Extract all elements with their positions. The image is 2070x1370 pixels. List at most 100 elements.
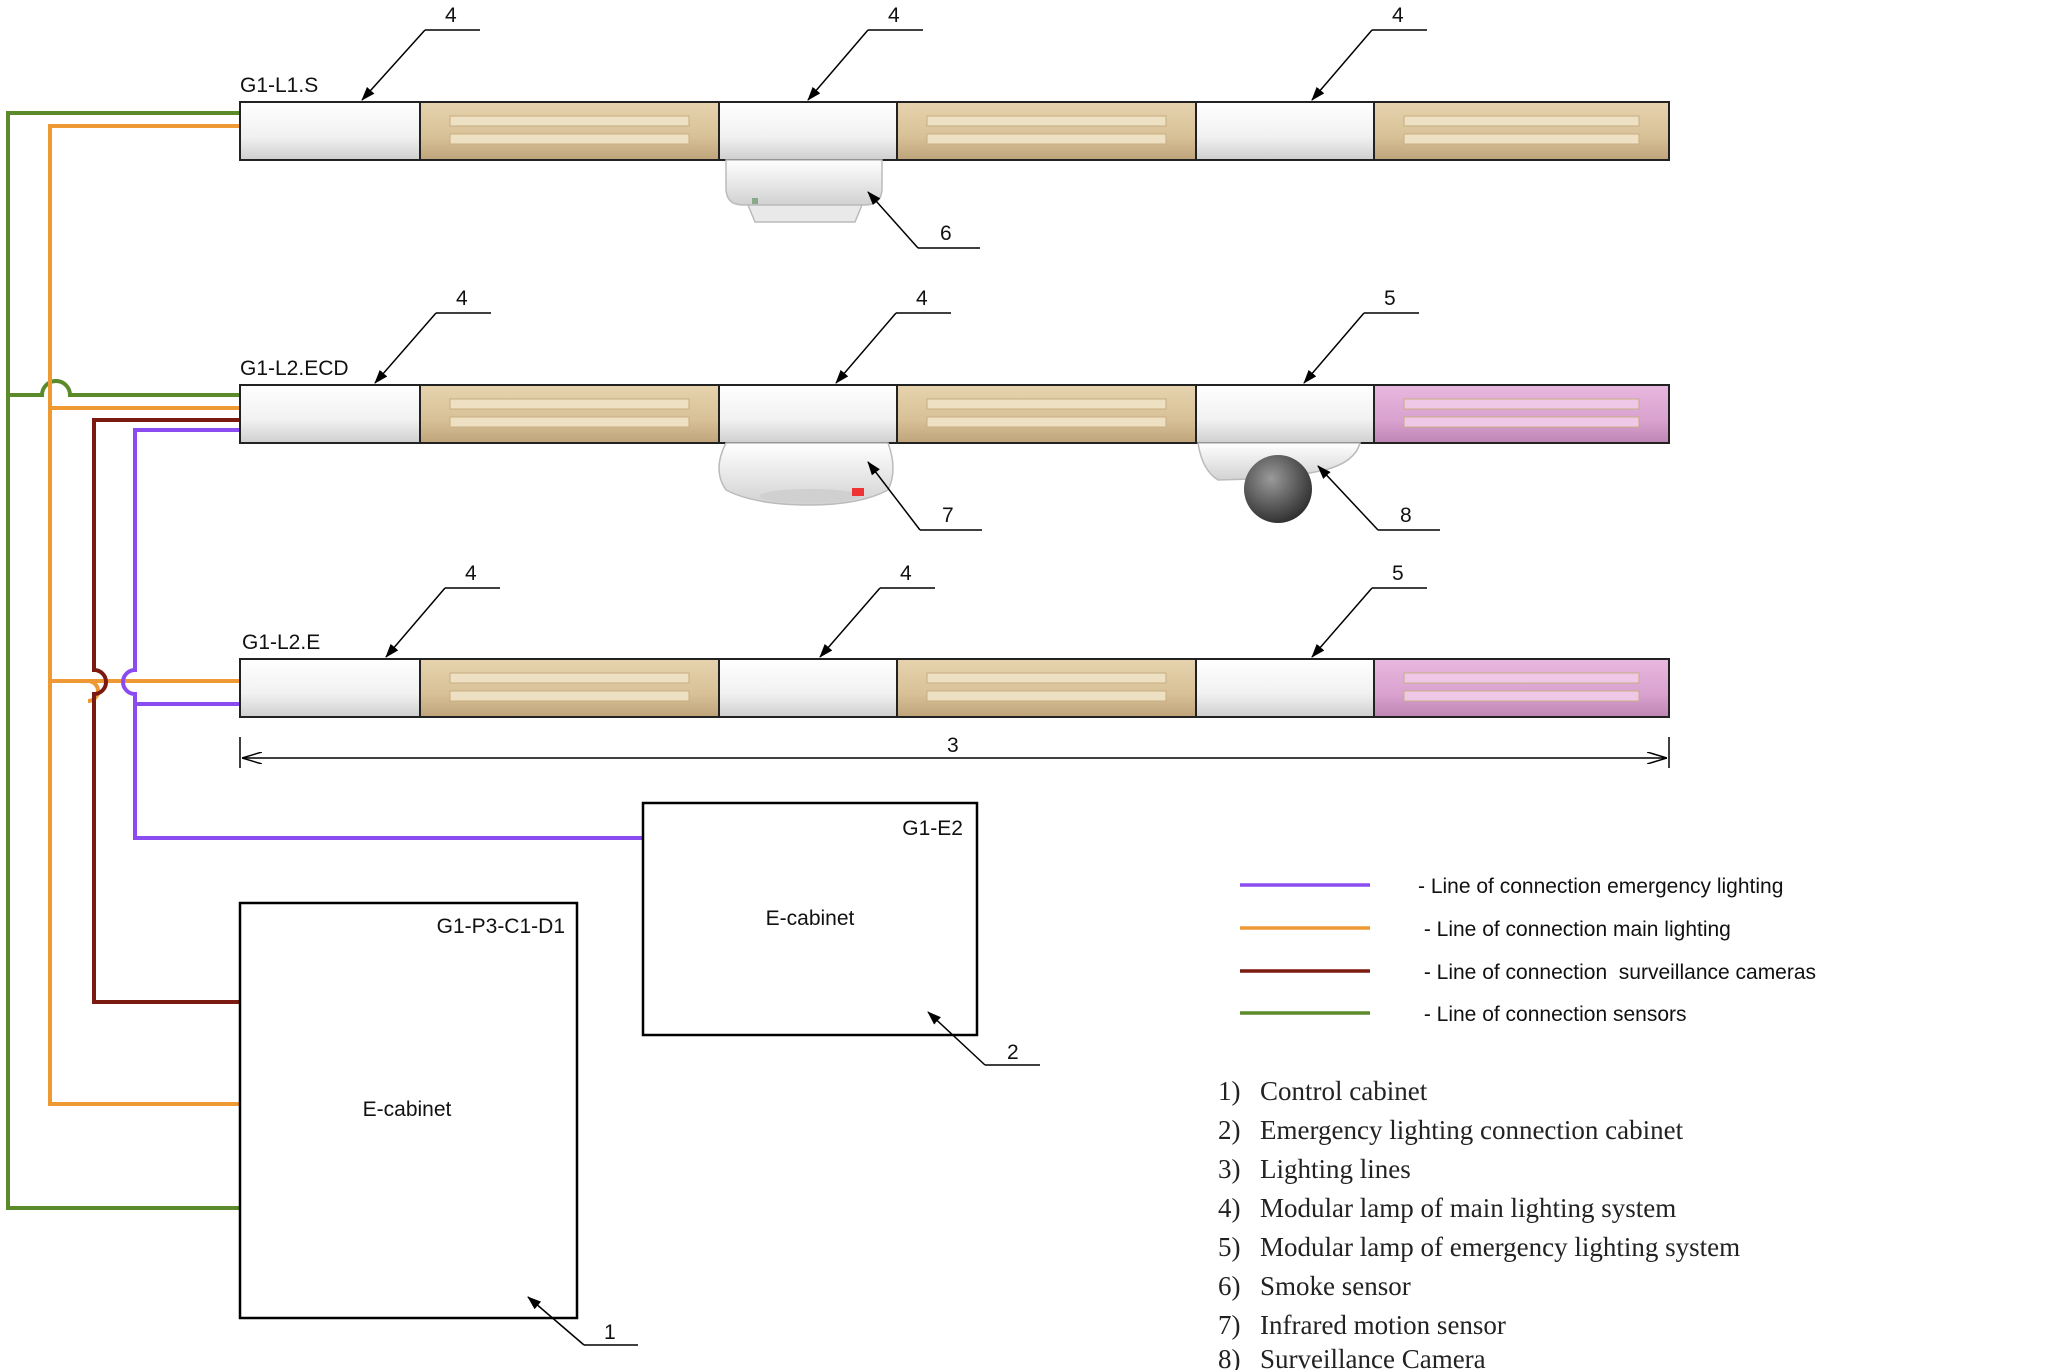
main-lighting-line bbox=[48, 124, 240, 1106]
lamp-diffuser bbox=[1403, 115, 1640, 127]
lamp-module-white bbox=[1195, 658, 1375, 718]
dimension-label: 3 bbox=[947, 734, 959, 757]
list-num-1: 1) bbox=[1218, 1076, 1241, 1106]
lamp-module-white bbox=[239, 658, 421, 718]
lighting-line-3: G1-L2.E bbox=[239, 631, 1670, 718]
list-text-1: Control cabinet bbox=[1260, 1076, 1428, 1106]
control-cabinet: G1-P3-C1-D1 E-cabinet 1 bbox=[238, 901, 638, 1346]
cabinet-label-1: E-cabinet bbox=[363, 1098, 452, 1121]
lamp-diffuser bbox=[1403, 398, 1640, 410]
line-name-label: G1-L2.ECD bbox=[240, 357, 349, 380]
surveillance-camera-icon bbox=[1197, 442, 1361, 523]
cabinet-number-2: 2 bbox=[1007, 1041, 1019, 1064]
lamp-module-white bbox=[1195, 101, 1375, 161]
callout-6: 6 bbox=[867, 191, 980, 249]
lamp-diffuser bbox=[926, 690, 1167, 702]
callout-4: 4 bbox=[361, 4, 480, 101]
emergency-line bbox=[121, 428, 643, 840]
lamp-diffuser bbox=[449, 416, 690, 428]
lamp-module-white bbox=[718, 658, 898, 718]
camera-line bbox=[92, 418, 240, 1004]
line-name-label: G1-L1.S bbox=[240, 74, 318, 97]
lamp-module-white bbox=[239, 101, 421, 161]
callout-4: 4 bbox=[385, 562, 500, 658]
legend-text-emergency: - Line of connection emergency lighting bbox=[1418, 875, 1783, 898]
lamp-module-white bbox=[239, 384, 421, 444]
lamp-module-white bbox=[1195, 384, 1375, 444]
list-num-3: 3) bbox=[1218, 1154, 1241, 1184]
lamp-module-white bbox=[718, 384, 898, 444]
callout-number: 4 bbox=[465, 562, 477, 585]
callout-number: 5 bbox=[1384, 287, 1396, 310]
sensor-line bbox=[6, 111, 240, 1210]
callout-number: 4 bbox=[900, 562, 912, 585]
dimension-line: 3 bbox=[239, 734, 1670, 768]
legend-text-camera: - Line of connection surveillance camera… bbox=[1418, 961, 1816, 984]
list-num-8: 8) bbox=[1218, 1344, 1241, 1370]
lamp-diffuser bbox=[926, 115, 1167, 127]
list-text-2: Emergency lighting connection cabinet bbox=[1260, 1115, 1684, 1145]
callout-number: 6 bbox=[940, 222, 952, 245]
legend-text-sensor: - Line of connection sensors bbox=[1418, 1003, 1687, 1026]
lamp-module-tan bbox=[896, 658, 1197, 718]
list-text-3: Lighting lines bbox=[1260, 1154, 1411, 1184]
callout-number: 4 bbox=[445, 4, 457, 27]
list-num-6: 6) bbox=[1218, 1271, 1241, 1301]
lamp-module-tan bbox=[419, 384, 720, 444]
callout-number: 4 bbox=[916, 287, 928, 310]
callout-number: 8 bbox=[1400, 504, 1412, 527]
callout-4: 4 bbox=[374, 287, 491, 384]
list-text-8: Surveillance Camera bbox=[1260, 1344, 1486, 1370]
numbered-list: 1) Control cabinet 2) Emergency lighting… bbox=[1218, 1076, 1740, 1370]
list-num-7: 7) bbox=[1218, 1310, 1241, 1340]
lamp-diffuser bbox=[926, 398, 1167, 410]
lamp-module-pink bbox=[1373, 658, 1670, 718]
lamp-diffuser bbox=[926, 416, 1167, 428]
cabinet-label-2: E-cabinet bbox=[766, 907, 855, 930]
callout-number: 5 bbox=[1392, 562, 1404, 585]
smoke-sensor-icon bbox=[725, 159, 883, 223]
lamp-module-pink bbox=[1373, 384, 1670, 444]
lamp-diffuser bbox=[449, 398, 690, 410]
lamp-diffuser bbox=[449, 672, 690, 684]
list-text-6: Smoke sensor bbox=[1260, 1271, 1411, 1301]
list-text-4: Modular lamp of main lighting system bbox=[1260, 1193, 1676, 1223]
callout-number: 4 bbox=[456, 287, 468, 310]
lamp-diffuser bbox=[1403, 672, 1640, 684]
callout-8: 8 bbox=[1317, 465, 1440, 531]
lamp-diffuser bbox=[449, 115, 690, 127]
lamp-module-tan bbox=[419, 101, 720, 161]
lamp-module-tan bbox=[896, 101, 1197, 161]
legend-text-main: - Line of connection main lighting bbox=[1418, 918, 1731, 941]
callout-7: 7 bbox=[867, 461, 982, 531]
list-num-2: 2) bbox=[1218, 1115, 1241, 1145]
lamp-module-tan bbox=[1373, 101, 1670, 161]
callout-5: 5 bbox=[1303, 287, 1419, 384]
callout-4: 4 bbox=[807, 4, 923, 101]
lamp-module-white bbox=[718, 101, 898, 161]
callout-4: 4 bbox=[1311, 4, 1427, 101]
lamp-module-tan bbox=[896, 384, 1197, 444]
callout-4: 4 bbox=[835, 287, 951, 384]
lighting-line-1: G1-L1.S bbox=[239, 74, 1670, 161]
callout-number: 7 bbox=[942, 504, 954, 527]
lamp-diffuser bbox=[449, 133, 690, 145]
lamp-module-tan bbox=[419, 658, 720, 718]
motion-sensor-icon bbox=[718, 442, 894, 506]
callout-number: 4 bbox=[888, 4, 900, 27]
callout-5: 5 bbox=[1311, 562, 1427, 658]
lamp-diffuser bbox=[926, 672, 1167, 684]
line-name-label: G1-L2.E bbox=[242, 631, 320, 654]
lighting-line-2: G1-L2.ECD bbox=[239, 357, 1670, 444]
callout-number: 4 bbox=[1392, 4, 1404, 27]
lamp-diffuser bbox=[1403, 690, 1640, 702]
lamp-diffuser bbox=[449, 690, 690, 702]
cabinet-id-1: G1-P3-C1-D1 bbox=[437, 915, 565, 938]
list-text-7: Infrared motion sensor bbox=[1260, 1310, 1506, 1340]
lamp-diffuser bbox=[926, 133, 1167, 145]
lamp-diffuser bbox=[1403, 416, 1640, 428]
list-text-5: Modular lamp of emergency lighting syste… bbox=[1260, 1232, 1740, 1262]
list-num-5: 5) bbox=[1218, 1232, 1241, 1262]
lamp-diffuser bbox=[1403, 133, 1640, 145]
